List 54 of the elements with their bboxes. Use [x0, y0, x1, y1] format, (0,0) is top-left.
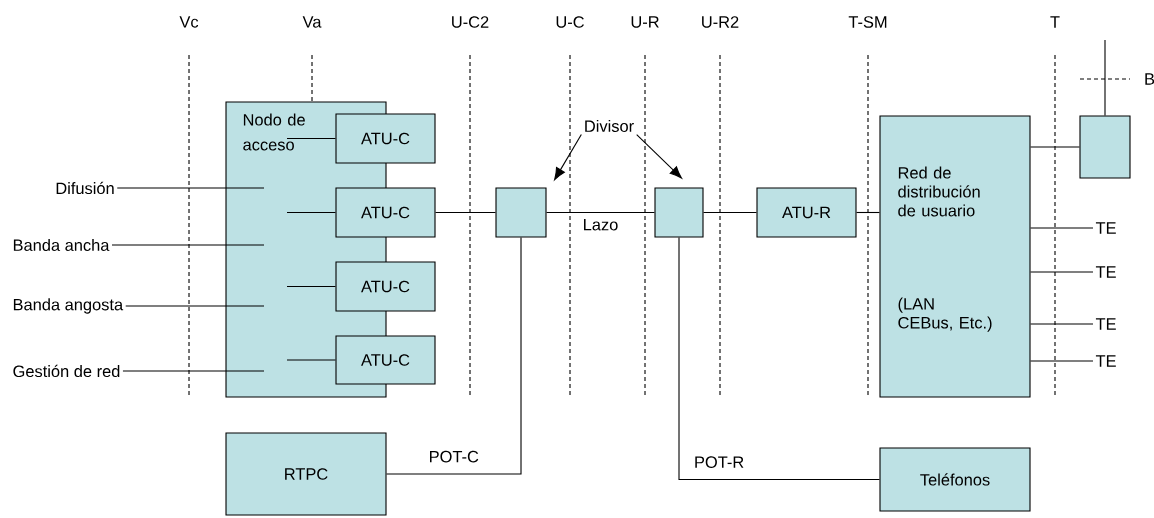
connector-line: [1030, 323, 1094, 325]
reference-label: Vc: [179, 16, 199, 28]
splitter-box: [1079, 115, 1131, 179]
reference-label: U-R2: [702, 16, 739, 28]
block-box: ATU-C: [335, 261, 436, 312]
reference-label: U-C: [556, 16, 584, 28]
connector-line: [546, 211, 655, 214]
connector-line: [856, 211, 880, 214]
connector-line: [435, 211, 496, 214]
edge-label: POT-R: [695, 456, 744, 468]
connector-line: [1030, 360, 1094, 362]
connector-line: [286, 137, 336, 140]
reference-label: T-SM: [848, 16, 887, 28]
connector-line: [116, 187, 265, 189]
block-box: ATU-C: [335, 335, 436, 385]
block-box: Teléfonos: [879, 447, 1031, 512]
block-box: ATU-C: [335, 187, 436, 238]
connector-line: [111, 244, 265, 246]
reference-label: Va: [302, 16, 322, 28]
reference-label: U-C2: [452, 16, 489, 28]
terminal-label: TE: [1095, 222, 1116, 234]
connector-line: [1104, 39, 1106, 116]
input-label: Banda ancha: [13, 238, 110, 252]
connector-line: [286, 359, 336, 361]
splitter-box: [654, 187, 704, 238]
connector-line: [678, 237, 880, 481]
input-label: Banda angosta: [13, 298, 124, 314]
connector-line: [286, 211, 336, 214]
connector-line: [1030, 227, 1094, 229]
arrow: [636, 134, 682, 179]
connector-line: [1030, 146, 1080, 148]
reference-label: U-R: [631, 16, 659, 28]
edge-label: POT-C: [430, 450, 479, 463]
callout-text: Divisor: [585, 119, 634, 133]
reference-label: T: [1050, 16, 1060, 28]
connector-line: [386, 237, 522, 475]
terminal-label: TE: [1095, 318, 1116, 330]
input-label: Difusión: [56, 181, 114, 195]
connector-line: [703, 211, 757, 214]
block-box: ATU-C: [335, 113, 436, 164]
block-box: RTPC: [225, 432, 387, 516]
input-label: Gestión de red: [13, 364, 120, 378]
connector-line: [122, 370, 265, 372]
reference-label: B: [1145, 73, 1154, 85]
connector-line: [1030, 271, 1094, 273]
terminal-label: TE: [1095, 355, 1116, 367]
connector-line: [286, 285, 336, 288]
connector-line: [125, 305, 265, 307]
block-box: Red de distribución de usuario (LAN CEBus, Etc.): [879, 115, 1031, 398]
terminal-label: TE: [1095, 266, 1116, 278]
block-box: ATU-R: [756, 187, 857, 238]
edge-label: Lazo: [584, 219, 618, 231]
arrow: [554, 134, 582, 181]
splitter-box: [495, 187, 547, 238]
